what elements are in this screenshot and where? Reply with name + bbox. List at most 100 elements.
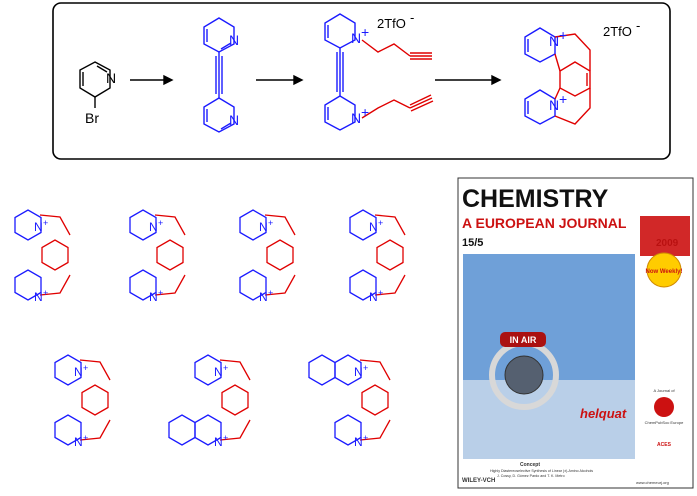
- helquat-product-structure: [524, 27, 591, 125]
- library-plus-bottom: +: [363, 433, 368, 443]
- library-n-top: N: [149, 220, 158, 234]
- central-benzene-ring: [361, 384, 389, 416]
- reaction-arrows: [130, 74, 502, 86]
- library-n-bottom: N: [74, 435, 83, 449]
- counterion-charge-2: -: [636, 18, 640, 33]
- counterion-label-2: 2TfO: [603, 24, 632, 39]
- helquat-library-member: [349, 209, 406, 301]
- bridge-bottom: [219, 419, 251, 441]
- bridge-top: [264, 214, 296, 236]
- dipyridylacetylene-structure: [203, 17, 235, 133]
- dipyridyl-n-bottom: N: [229, 112, 239, 128]
- cover-article-title: Highly Diastereoselective Synthesis of L…: [490, 469, 593, 473]
- dication-n-bottom: N: [351, 110, 361, 126]
- dication-plus-bottom: +: [361, 104, 369, 120]
- central-benzene-ring: [221, 384, 249, 416]
- counterion-label-1: 2TfO: [377, 16, 406, 31]
- society-logo: [654, 397, 674, 417]
- library-n-top: N: [259, 220, 268, 234]
- pyridinium-ring-bottom: [334, 414, 362, 446]
- cover-website: www.chemeurj.org: [636, 480, 669, 485]
- pyridinium-ring-bottom: [129, 269, 157, 301]
- library-n-bottom: N: [34, 290, 43, 304]
- library-n-bottom: N: [149, 290, 158, 304]
- pyridinium-ring-bottom: [54, 414, 82, 446]
- library-plus-bottom: +: [223, 433, 228, 443]
- library-n-top: N: [74, 365, 83, 379]
- pyridinium-ring-top: [54, 354, 82, 386]
- cover-helquat-caption: helquat: [580, 406, 627, 421]
- library-plus-top: +: [158, 218, 163, 228]
- cover-issue: 15/5: [462, 237, 483, 249]
- cover-section: Concept: [520, 462, 540, 468]
- cover-badge-text: Now Weekly!: [646, 269, 683, 275]
- library-plus-top: +: [83, 363, 88, 373]
- helquat-library-member: [54, 354, 111, 446]
- dication-n-top: N: [351, 30, 361, 46]
- helquat-plus-bottom: +: [559, 91, 567, 107]
- bridge-bottom: [79, 419, 111, 441]
- library-plus-bottom: +: [158, 288, 163, 298]
- dipyridyl-n-top: N: [229, 32, 239, 48]
- pyridinium-ring-top: [194, 354, 222, 386]
- library-plus-bottom: +: [83, 433, 88, 443]
- cover-badge: [646, 252, 682, 288]
- helquat-n-bottom: N: [549, 97, 559, 113]
- bridge-top: [79, 359, 111, 381]
- library-n-bottom: N: [214, 435, 223, 449]
- pyridinium-ring-top: [349, 209, 377, 241]
- library-plus-bottom: +: [378, 288, 383, 298]
- library-n-top: N: [34, 220, 43, 234]
- cover-publisher: WILEY-VCH: [462, 478, 495, 484]
- cover-article-authors: J. Cossy, D. Gómez Pardo and T. K. Metro: [497, 474, 565, 478]
- pyridinium-ring-top: [239, 209, 267, 241]
- fused-benzo-ring: [168, 414, 196, 446]
- helquat-library-member: [308, 354, 391, 446]
- dication-plus-top: +: [361, 24, 369, 40]
- bromopyridine-structure: [79, 61, 111, 108]
- helquat-library-member: [129, 209, 186, 301]
- library-n-bottom: N: [259, 290, 268, 304]
- helquat-library-member: [14, 209, 71, 301]
- microphone-head: [504, 355, 544, 395]
- supporter-name: ACES: [657, 442, 672, 448]
- cover-subtitle: A EUROPEAN JOURNAL: [462, 215, 627, 231]
- library-plus-top: +: [268, 218, 273, 228]
- helquat-n-top: N: [549, 33, 559, 49]
- central-benzene-ring: [41, 239, 69, 271]
- bridge-bottom: [154, 274, 186, 296]
- helquat-library-member: [239, 209, 296, 301]
- journal-cover: CHEMISTRY A EUROPEAN JOURNAL 15/5 2009 N…: [457, 177, 694, 489]
- library-n-top: N: [369, 220, 378, 234]
- library-plus-top: +: [43, 218, 48, 228]
- dialkynyl-dication-structure: [324, 13, 434, 131]
- library-n-top: N: [354, 365, 363, 379]
- bridge-top: [39, 214, 71, 236]
- pyridinium-ring-bottom: [239, 269, 267, 301]
- on-air-text: IN AIR: [510, 335, 537, 345]
- bridge-top: [374, 214, 406, 236]
- fused-benzo-ring: [308, 354, 336, 386]
- bridge-bottom: [39, 274, 71, 296]
- library-n-bottom: N: [369, 290, 378, 304]
- bridge-top: [359, 359, 391, 381]
- pyridinium-ring-bottom: [14, 269, 42, 301]
- helquat-library: N+N+N+N+N+N+N+N+N+N+N+N+N+N+: [14, 209, 406, 449]
- central-benzene-ring: [156, 239, 184, 271]
- pyridinium-ring-top: [14, 209, 42, 241]
- central-benzene-ring: [376, 239, 404, 271]
- bridge-bottom: [374, 274, 406, 296]
- bromopyridine-n-label: N: [106, 70, 116, 86]
- library-plus-bottom: +: [268, 288, 273, 298]
- cover-red-bar: [640, 216, 690, 256]
- library-plus-bottom: +: [43, 288, 48, 298]
- library-n-bottom: N: [354, 435, 363, 449]
- helquat-library-member: [168, 354, 251, 446]
- bridge-bottom: [359, 419, 391, 441]
- society-name: ChemPubSoc Europe: [645, 420, 684, 425]
- library-plus-top: +: [378, 218, 383, 228]
- on-air-sign: [500, 332, 546, 347]
- pyridinium-ring-bottom: [349, 269, 377, 301]
- counterion-charge-1: -: [410, 10, 414, 25]
